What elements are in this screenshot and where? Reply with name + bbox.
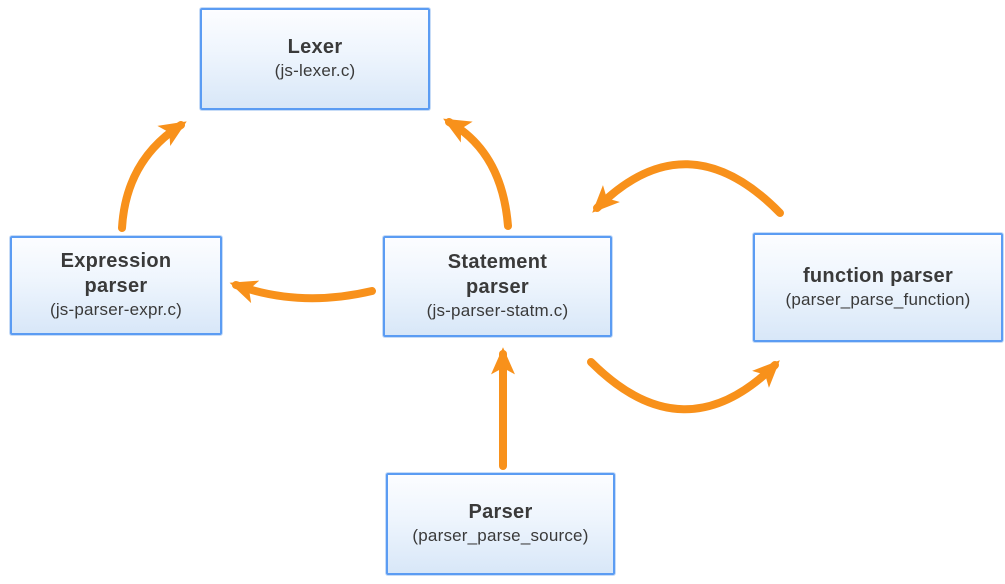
node-expression-parser-title: Expression parser bbox=[60, 250, 172, 298]
node-expression-parser: Expression parser (js-parser-expr.c) bbox=[10, 236, 222, 335]
arrow-function-parser-to-statement-parser bbox=[592, 160, 784, 217]
node-lexer: Lexer (js-lexer.c) bbox=[200, 8, 430, 110]
node-lexer-subtitle: (js-lexer.c) bbox=[274, 61, 356, 81]
node-parser-subtitle: (parser_parse_source) bbox=[412, 526, 589, 546]
node-statement-parser: Statement parser (js-parser-statm.c) bbox=[383, 236, 612, 337]
arrow-statement-parser-to-function-parser bbox=[587, 358, 780, 414]
node-lexer-title: Lexer bbox=[287, 36, 343, 59]
node-function-parser-title: function parser bbox=[802, 264, 954, 287]
arrow-statement-parser-to-lexer bbox=[443, 118, 512, 230]
node-statement-parser-subtitle: (js-parser-statm.c) bbox=[426, 301, 569, 321]
node-function-parser: function parser (parser_parse_function) bbox=[753, 233, 1003, 342]
node-expression-parser-subtitle: (js-parser-expr.c) bbox=[49, 300, 183, 320]
node-parser-title: Parser bbox=[468, 501, 533, 524]
arrow-statement-parser-to-expression-parser bbox=[229, 280, 376, 304]
node-function-parser-subtitle: (parser_parse_function) bbox=[785, 289, 971, 309]
arrow-expression-parser-to-lexer bbox=[118, 121, 187, 232]
node-statement-parser-title: Statement parser bbox=[447, 251, 548, 299]
node-parser: Parser (parser_parse_source) bbox=[386, 473, 615, 575]
